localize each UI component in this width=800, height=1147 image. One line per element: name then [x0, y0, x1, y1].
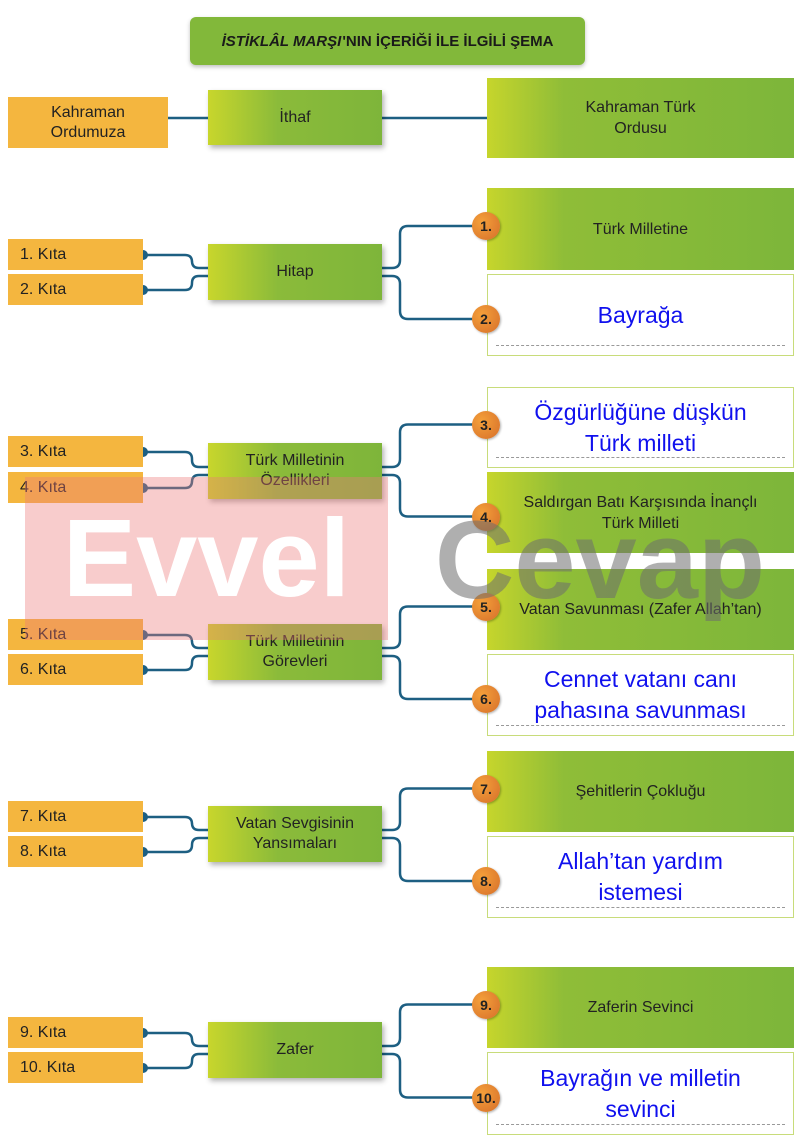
topic-box: Türk Milletinin Özellikleri [208, 443, 382, 499]
stanza-box: 1. Kıta [8, 239, 143, 270]
topic-label: Vatan Sevgisinin Yansımaları [236, 815, 354, 852]
number-label: 3. [480, 416, 492, 433]
stanza-box: 10. Kıta [8, 1052, 143, 1083]
connector-line [143, 815, 208, 832]
content-box: Saldırgan Batı Karşısında İnançlı Türk M… [487, 472, 794, 553]
stanza-label: 6. Kıta [20, 660, 67, 678]
connector-line [382, 787, 475, 832]
stanza-box: 6. Kıta [8, 654, 143, 685]
dedication-left: Kahraman Ordumuza [8, 97, 168, 148]
answer-box: Bayrağın ve milletin sevinci [487, 1052, 794, 1135]
stanza-label: 3. Kıta [20, 442, 67, 460]
stanza-label: 4. Kıta [20, 478, 67, 496]
title-italic: İSTİKLÂL MARŞI [221, 32, 342, 50]
number-badge: 7. [472, 774, 500, 803]
connector-line [143, 450, 208, 469]
content-text: Şehitlerin Çokluğu [575, 783, 706, 800]
number-label: 9. [480, 996, 492, 1013]
stanza-label: 1. Kıta [20, 245, 67, 263]
connector-line [143, 654, 208, 672]
number-label: 10. [476, 1089, 496, 1106]
number-label: 7. [480, 780, 492, 797]
stanza-label: 8. Kıta [20, 842, 67, 860]
stanza-box: 7. Kıta [8, 801, 143, 832]
number-badge: 10. [472, 1083, 500, 1112]
content-box: Vatan Savunması (Zafer Allah’tan) [487, 569, 794, 650]
number-badge: 4. [472, 502, 500, 531]
topic-box: Zafer [208, 1022, 382, 1078]
answer-text: Özgürlüğüne düşkün Türk milleti [534, 398, 747, 456]
number-badge: 3. [472, 410, 500, 439]
content-box: Şehitlerin Çokluğu [487, 751, 794, 832]
number-badge: 1. [472, 212, 500, 240]
answer-text: Cennet vatanı canı pahasına savunması [534, 666, 747, 723]
content-text: Saldırgan Batı Karşısında İnançlı Türk M… [523, 493, 758, 532]
dedication-topic: İthaf [208, 90, 382, 145]
answer-box: Cennet vatanı canı pahasına savunması [487, 654, 794, 736]
number-label: 1. [480, 218, 492, 234]
connector-line [143, 473, 208, 490]
connector-line [382, 654, 475, 701]
connector-line [143, 1031, 208, 1048]
answer-text: Allah’tan yardım istemesi [558, 848, 723, 905]
title-rest: 'NIN İÇERİĞİ İLE İLGİLİ ŞEMA [342, 32, 554, 50]
topic-label: Hitap [276, 263, 314, 280]
topic-label: Zafer [276, 1041, 314, 1058]
connector-line [382, 473, 475, 518]
topic-box: Hitap [208, 244, 382, 300]
number-label: 5. [480, 598, 492, 615]
number-badge: 5. [472, 592, 500, 621]
answer-box: Bayrağa [487, 274, 794, 356]
connector-line [382, 224, 475, 270]
answer-text: Bayrağa [597, 301, 684, 328]
number-label: 8. [480, 873, 492, 889]
content-text: Vatan Savunması (Zafer Allah’tan) [519, 601, 762, 618]
connector-line [382, 836, 475, 883]
answer-text: Bayrağın ve milletin sevinci [540, 1064, 741, 1122]
number-badge: 9. [472, 990, 500, 1019]
connector-line [382, 423, 475, 469]
connector-line [382, 1003, 475, 1048]
stanza-label: 2. Kıta [20, 280, 67, 298]
topic-box: Türk Milletinin Görevleri [208, 624, 382, 680]
number-badge: 2. [472, 305, 500, 333]
stanza-box: 2. Kıta [8, 274, 143, 305]
number-badge: 8. [472, 867, 500, 895]
connector-line [382, 1052, 475, 1099]
number-label: 6. [480, 691, 492, 707]
stanza-label: 7. Kıta [20, 807, 67, 825]
content-text: Zaferin Sevinci [587, 999, 694, 1016]
stanza-box: 8. Kıta [8, 836, 143, 867]
topic-label: Türk Milletinin Görevleri [245, 633, 345, 670]
number-badge: 6. [472, 685, 500, 713]
stanza-label: 5. Kıta [20, 625, 67, 643]
content-box: Zaferin Sevinci [487, 967, 794, 1048]
diagram-title: İSTİKLÂL MARŞI'NIN İÇERİĞİ İLE İLGİLİ ŞE… [190, 17, 585, 65]
answer-box: Allah’tan yardım istemesi [487, 836, 794, 918]
stanza-box: 3. Kıta [8, 436, 143, 467]
dedication-right: Kahraman Türk Ordusu [487, 78, 794, 158]
connector-line [382, 605, 475, 650]
connector-line [143, 253, 208, 270]
topic-box: Vatan Sevgisinin Yansımaları [208, 806, 382, 862]
connector-line [143, 274, 208, 292]
connector-line [143, 633, 208, 650]
stanza-label: 9. Kıta [20, 1023, 67, 1041]
stanza-box: 4. Kıta [8, 472, 143, 503]
number-label: 2. [480, 311, 492, 327]
connector-line [382, 274, 475, 321]
content-box: Türk Milletine [487, 188, 794, 270]
stanza-box: 5. Kıta [8, 619, 143, 650]
stanza-box: 9. Kıta [8, 1017, 143, 1048]
connector-line [143, 836, 208, 854]
number-label: 4. [480, 508, 492, 525]
stanza-label: 10. Kıta [20, 1058, 76, 1076]
connector-line [143, 1052, 208, 1070]
content-text: Türk Milletine [592, 220, 689, 238]
answer-box: Özgürlüğüne düşkün Türk milleti [487, 387, 794, 468]
topic-label: Türk Milletinin Özellikleri [245, 452, 345, 489]
